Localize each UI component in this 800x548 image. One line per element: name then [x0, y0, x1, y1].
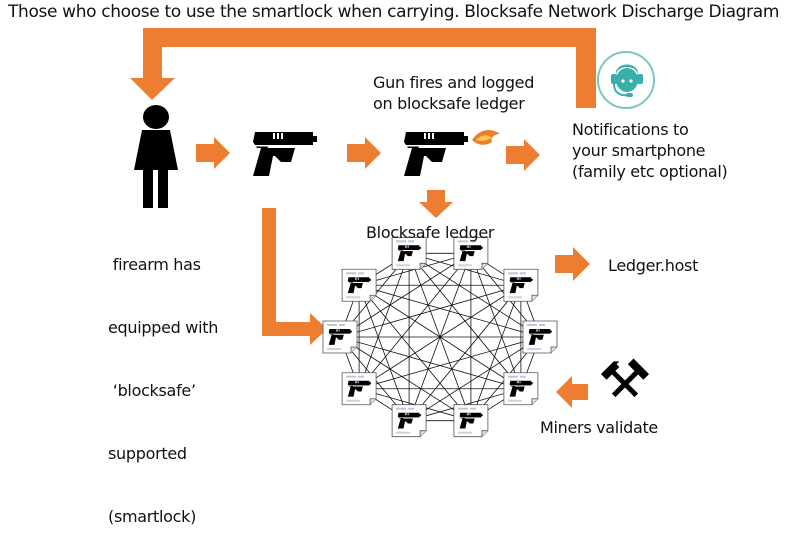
arrow-right [347, 137, 381, 169]
muzzle-flash-icon [472, 130, 500, 145]
ledger-node-pistol-document-icon [392, 405, 426, 437]
network-link [358, 284, 541, 338]
person-icon [134, 105, 178, 208]
firearm-label-line: ‘blocksafe’ [108, 381, 196, 400]
network-link [408, 252, 541, 338]
arrow-left [556, 376, 588, 408]
network-link [470, 253, 522, 389]
gun-fires-label-line: on blocksafe ledger [373, 94, 525, 113]
ledger-node-pistol-document-icon [342, 269, 376, 301]
arrow-to-ledger [262, 208, 327, 345]
blocksafe-ledger-label: Blocksafe ledger [366, 223, 495, 242]
network-link [358, 253, 410, 389]
ledger-node-pistol-document-icon [504, 269, 538, 301]
miners-validate-label: Miners validate [540, 418, 658, 437]
ledger-node-pistol-document-icon [504, 373, 538, 405]
arrow-down [419, 190, 453, 218]
ledger-node-pistol-document-icon [523, 321, 557, 353]
diagram-canvas [130, 28, 655, 450]
firearm-label-line: (smartlock) [108, 507, 197, 526]
arrow-right [506, 139, 540, 171]
notifications-label-line: your smartphone [572, 141, 706, 160]
ledger-node-pistol-document-icon [342, 373, 376, 405]
feedback-loop-arrow [130, 28, 596, 108]
gun-fires-label-line: Gun fires and logged [373, 73, 535, 92]
notifications-label-line: Notifications to [572, 120, 689, 139]
notifications-label: Notifications to your smartphone (family… [572, 119, 728, 182]
ledger-node-pistol-document-icon [323, 321, 357, 353]
network-link [339, 336, 522, 390]
headset-support-icon [597, 51, 655, 109]
network-link [470, 285, 522, 421]
network-link [339, 252, 472, 338]
pistol-icon [253, 132, 317, 176]
pistol-firing-icon [404, 132, 468, 176]
network-link [339, 336, 472, 422]
notifications-label-line: (family etc optional) [572, 162, 728, 181]
firearm-label: firearm has equipped with ‘blocksafe’ su… [108, 212, 218, 548]
arrow-right [196, 137, 230, 169]
arrow-right [555, 247, 590, 281]
crossed-hammers-icon [600, 358, 650, 398]
network-link [408, 336, 541, 422]
firearm-label-line: supported [108, 444, 187, 463]
ledger-host-label: Ledger.host [608, 256, 699, 275]
network-link [358, 284, 522, 390]
diagram-title: Those who choose to use the smartlock wh… [8, 2, 780, 22]
network-link [339, 284, 522, 338]
network-link [358, 285, 410, 421]
gun-fires-label: Gun fires and logged on blocksafe ledger [373, 72, 534, 114]
firearm-label-line: equipped with [108, 318, 219, 337]
network-link [358, 285, 472, 421]
ledger-node-pistol-document-icon [454, 405, 488, 437]
firearm-label-line: firearm has [108, 255, 201, 274]
network-link [358, 336, 541, 390]
